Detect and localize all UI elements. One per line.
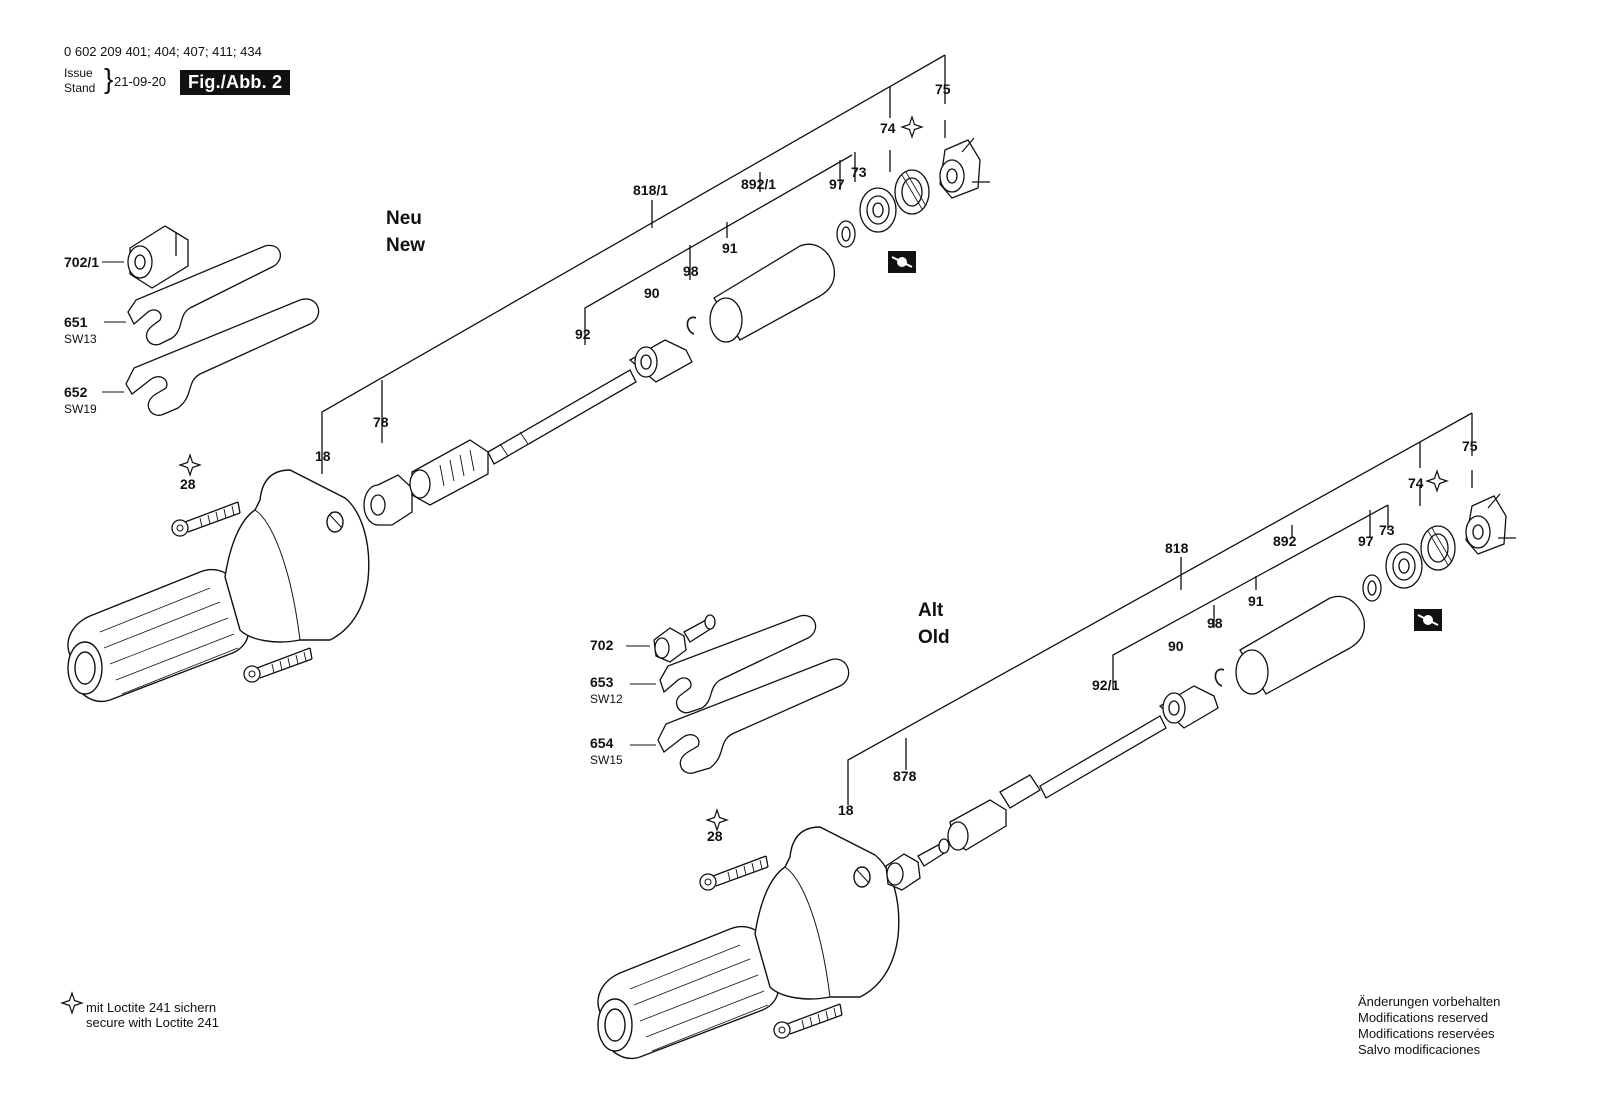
part-label: 90	[1168, 638, 1184, 654]
part-label: 892/1	[741, 176, 777, 192]
wrench-size: SW19	[64, 402, 97, 416]
issue-stand-label: Issue Stand	[64, 66, 95, 96]
part-label: 652	[64, 384, 88, 400]
part-label: 78	[373, 414, 389, 430]
part-label: 18	[315, 448, 331, 464]
wrench-size: SW15	[590, 753, 623, 767]
issue-date: 21-09-20	[114, 74, 167, 89]
old-leader-lines	[847, 412, 1473, 805]
part-label: 92	[575, 326, 591, 342]
version-old-de: Alt	[918, 600, 944, 621]
old-wrench-653	[659, 614, 817, 714]
stand-label: Stand	[64, 81, 96, 95]
new-leader-lines	[321, 54, 946, 474]
part-label: 28	[707, 828, 723, 844]
part-label: 878	[893, 768, 917, 784]
version-new-de: Neu	[386, 208, 422, 229]
modifications-en: Modifications reserved	[1358, 1010, 1489, 1025]
part-label: 98	[683, 263, 699, 279]
new-wrench-651	[127, 244, 282, 346]
part-label: 75	[1462, 438, 1478, 454]
new-grinder-housing	[67, 469, 370, 703]
model-numbers: 0 602 209 401; 404; 407; 411; 434	[64, 44, 262, 59]
modifications-de: Änderungen vorbehalten	[1358, 994, 1501, 1009]
loctite-note: mit Loctite 241 sichern secure with Loct…	[86, 1000, 219, 1030]
old-shaft-assembly	[885, 493, 1516, 891]
version-old-en: Old	[918, 627, 950, 648]
modifications-note: Änderungen vorbehalten Modifications res…	[1358, 994, 1500, 1058]
old-grinder-housing	[597, 826, 900, 1060]
part-label: 818	[1165, 540, 1189, 556]
new-wrench-652	[125, 298, 320, 416]
wrench-size: SW13	[64, 332, 97, 346]
part-label: 28	[180, 476, 196, 492]
part-label: 91	[722, 240, 738, 256]
figure-label: Fig./Abb. 2	[180, 70, 291, 95]
part-label: 97	[1358, 533, 1374, 549]
version-new-heading: Neu New	[386, 205, 425, 259]
part-label: 702/1	[64, 254, 100, 270]
part-label: 892	[1273, 533, 1297, 549]
part-label: 75	[935, 81, 951, 97]
part-label: 73	[1379, 522, 1395, 538]
brace-glyph: }	[104, 63, 114, 94]
modifications-fr: Modifications reservées	[1358, 1026, 1495, 1041]
part-label: 818/1	[633, 182, 669, 198]
loctite-note-en: secure with Loctite 241	[86, 1015, 219, 1030]
part-label: 98	[1207, 615, 1223, 631]
part-label: 74	[880, 120, 896, 136]
old-collet-702	[653, 614, 716, 663]
part-label: 91	[1248, 593, 1264, 609]
old-wrench-654	[657, 658, 850, 774]
modifications-es: Salvo modificaciones	[1358, 1042, 1481, 1057]
part-label: 73	[851, 164, 867, 180]
part-label: 702	[590, 637, 614, 653]
part-label: 18	[838, 802, 854, 818]
new-collet-nut-702-1	[127, 225, 189, 289]
part-label: 92/1	[1092, 677, 1120, 693]
part-label: 654	[590, 735, 614, 751]
loctite-note-de: mit Loctite 241 sichern	[86, 1000, 217, 1015]
new-shaft-assembly	[363, 137, 990, 526]
version-old-heading: Alt Old	[918, 597, 950, 651]
part-label: 97	[829, 176, 845, 192]
part-label: 653	[590, 674, 614, 690]
part-label: 74	[1408, 475, 1424, 491]
wrench-size: SW12	[590, 692, 623, 706]
issue-label: Issue	[64, 66, 93, 80]
part-label: 90	[644, 285, 660, 301]
part-label: 651	[64, 314, 88, 330]
version-new-en: New	[386, 235, 426, 256]
